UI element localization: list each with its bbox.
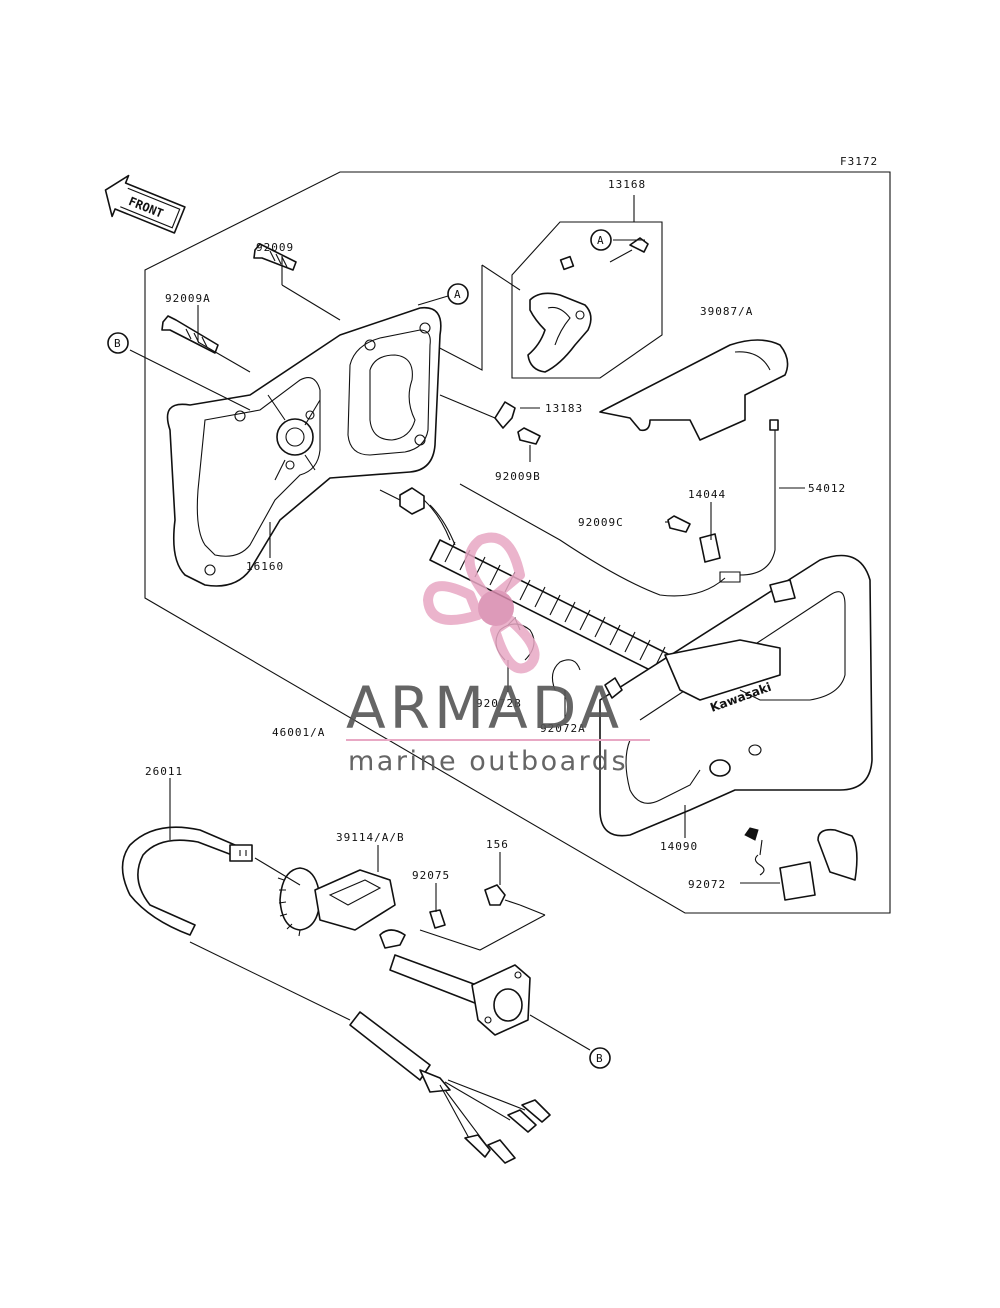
watermark-tagline: marine outboards bbox=[348, 746, 628, 777]
part-39087a-label: 39087/A bbox=[700, 305, 753, 318]
bolt-92009 bbox=[253, 243, 297, 271]
part-92009b-label: 92009B bbox=[495, 470, 541, 483]
shaft-flange bbox=[389, 954, 531, 1036]
part-39114-label: 39114/A/B bbox=[336, 831, 405, 844]
part-14090-label: 14090 bbox=[660, 840, 698, 853]
clip-13183 bbox=[494, 401, 516, 429]
plate-14044 bbox=[699, 533, 721, 563]
part-14044-label: 14044 bbox=[688, 488, 726, 501]
steering-case-16160 bbox=[166, 306, 442, 587]
part-92075-label: 92075 bbox=[412, 869, 450, 882]
coiled-harness bbox=[399, 487, 681, 681]
callout-b-bottom-label: B bbox=[596, 1052, 604, 1065]
subassembly-box-13168 bbox=[511, 221, 663, 379]
clamp-92072a bbox=[551, 659, 581, 691]
callout-a-top: A bbox=[447, 283, 469, 305]
callout-b-top-label: B bbox=[114, 337, 122, 350]
part-26011-label: 26011 bbox=[145, 765, 183, 778]
steering-handle-14090: Kawasaki bbox=[599, 554, 873, 837]
part-156-label: 156 bbox=[486, 838, 509, 851]
part-92009c-label: 92009C bbox=[578, 516, 624, 529]
propeller-logo-icon bbox=[423, 532, 540, 674]
screw-92009c bbox=[667, 515, 691, 533]
wire-harness-26011 bbox=[121, 826, 551, 1164]
leader-lines bbox=[129, 239, 805, 1051]
part-92009a-label: 92009A bbox=[165, 292, 211, 305]
part-16160-label: 16160 bbox=[246, 560, 284, 573]
part-54012-label: 54012 bbox=[808, 482, 846, 495]
bracket-13168 bbox=[527, 237, 649, 373]
bolt-92009b bbox=[517, 427, 541, 445]
callout-a-bracket-label: A bbox=[597, 234, 605, 247]
part-92072b-label: 92072B bbox=[476, 697, 522, 710]
part-46001a-label: 46001/A bbox=[272, 726, 325, 739]
bolt-92009a bbox=[161, 315, 219, 354]
armada-watermark: ARMADA marine outboards bbox=[346, 532, 650, 777]
bolt-156 bbox=[484, 884, 521, 906]
part-13183-label: 13183 bbox=[545, 402, 583, 415]
watermark-name: ARMADA bbox=[346, 674, 623, 742]
callout-b-bottom: B bbox=[589, 1047, 611, 1069]
callout-b-top: B bbox=[107, 332, 129, 354]
throttle-cable-54012 bbox=[459, 419, 779, 597]
front-arrow-icon: FRONT bbox=[104, 174, 186, 234]
switch-body-39114 bbox=[277, 867, 446, 949]
callout-a-top-label: A bbox=[454, 288, 462, 301]
diagram-ref-label: F3172 bbox=[840, 155, 878, 168]
assembly-outline bbox=[144, 171, 891, 914]
part-92009-label: 92009 bbox=[256, 241, 294, 254]
part-92072-label: 92072 bbox=[688, 878, 726, 891]
part-13168-label: 13168 bbox=[608, 178, 646, 191]
grip-cover-39087a bbox=[599, 339, 789, 441]
callout-a-bracket: A bbox=[590, 229, 612, 251]
part-92072a-label: 92072A bbox=[540, 722, 586, 735]
lanyard-clamp-92072 bbox=[744, 827, 858, 901]
